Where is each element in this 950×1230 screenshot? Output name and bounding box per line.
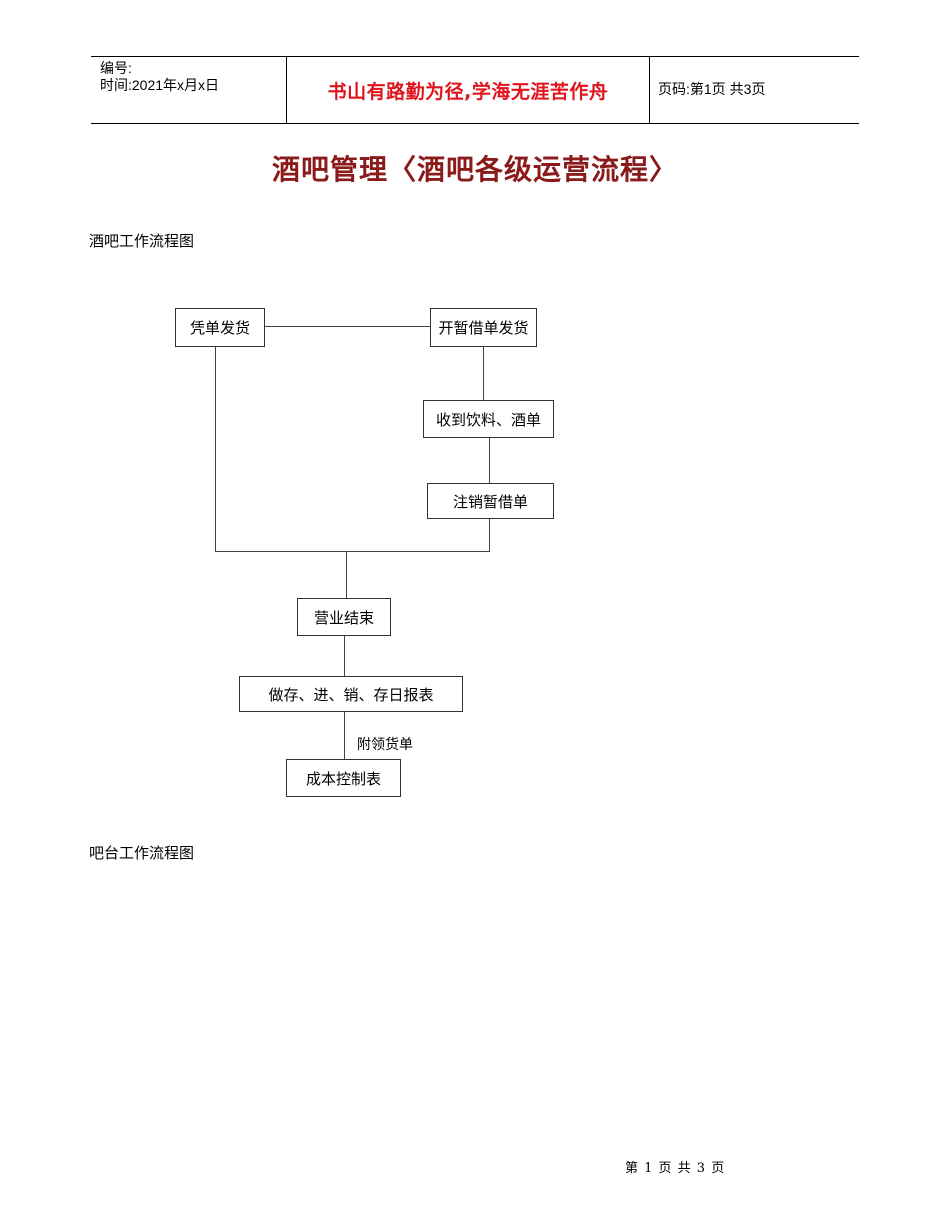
connector-line xyxy=(344,635,345,676)
flow-note-attach: 附领货单 xyxy=(357,737,413,753)
section-bar-workflow: 酒吧工作流程图 xyxy=(89,232,195,250)
flow-box-business-end: 营业结束 xyxy=(297,598,391,636)
page-footer: 第 1 页 共 3 页 xyxy=(625,1161,725,1176)
connector-line xyxy=(346,551,347,598)
header-divider xyxy=(649,57,650,123)
flow-box-cancel-borrow: 注销暂借单 xyxy=(427,483,554,519)
flow-box-receive-orders: 收到饮料、酒单 xyxy=(423,400,554,438)
connector-line xyxy=(489,518,490,552)
connector-line xyxy=(344,711,345,759)
flow-box-daily-report: 做存、进、销、存日报表 xyxy=(239,676,463,712)
header-motto: 书山有路勤为径,学海无涯苦作舟 xyxy=(327,81,609,103)
connector-line xyxy=(215,551,490,552)
flow-box-cost-control: 成本控制表 xyxy=(286,759,401,797)
number-label: 编号: xyxy=(100,60,132,76)
flow-box-voucher-dispatch: 凭单发货 xyxy=(175,308,265,347)
connector-line xyxy=(489,437,490,483)
section-counter-workflow: 吧台工作流程图 xyxy=(89,844,195,862)
connector-line xyxy=(264,326,430,327)
header-page-info: 页码:第1页 共3页 xyxy=(658,81,766,97)
connector-line xyxy=(215,346,216,552)
time-label: 时间:2021年x月x日 xyxy=(100,77,220,93)
header-table: 编号: 时间:2021年x月x日 书山有路勤为径,学海无涯苦作舟 页码:第1页 … xyxy=(91,56,859,124)
document-title: 酒吧管理〈酒吧各级运营流程〉 xyxy=(271,153,678,186)
connector-line xyxy=(483,346,484,400)
header-divider xyxy=(286,57,287,123)
header-meta: 编号: 时间:2021年x月x日 xyxy=(100,60,219,94)
flow-box-temp-borrow-dispatch: 开暂借单发货 xyxy=(430,308,537,347)
